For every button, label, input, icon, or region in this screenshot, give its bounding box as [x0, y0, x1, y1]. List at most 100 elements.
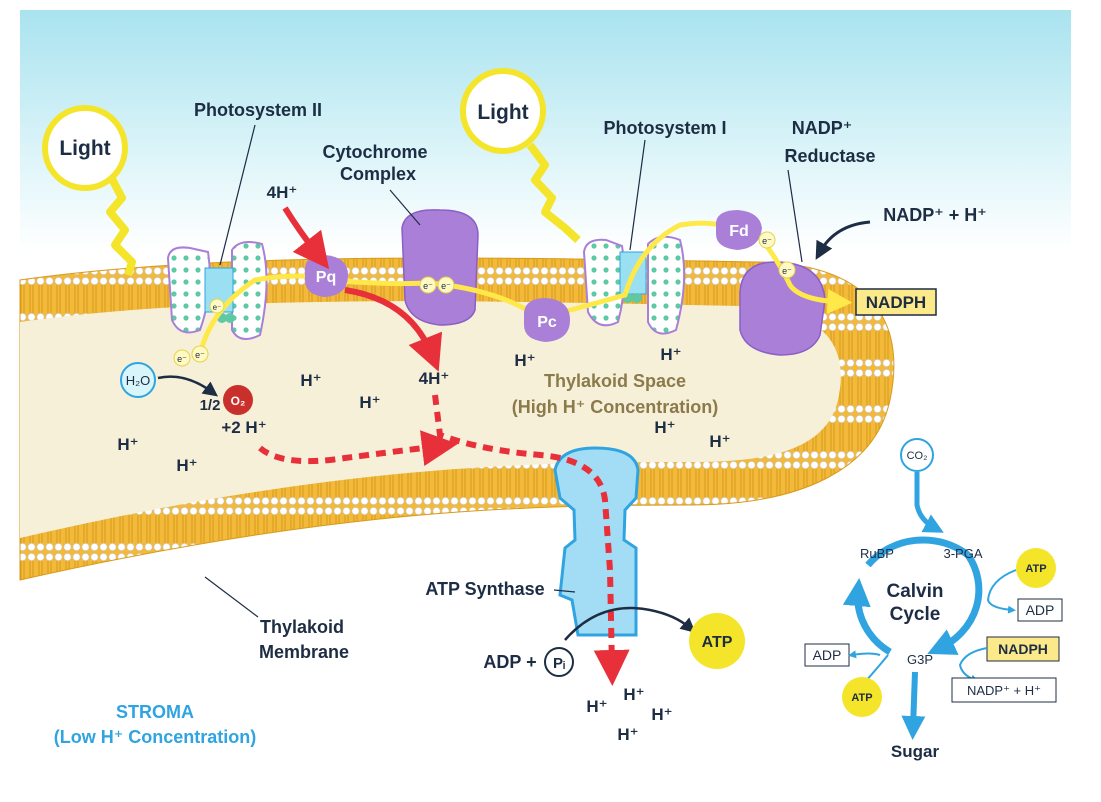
h-ion-7: H⁺ [117, 435, 138, 454]
four-h-top-label: 4H⁺ [267, 183, 298, 202]
plus-2h-label: +2 H⁺ [221, 418, 266, 437]
h-ion-12: H⁺ [617, 725, 638, 744]
h-ion-6: H⁺ [709, 432, 730, 451]
calvin-nadp-h-label: NADP⁺ + H⁺ [967, 683, 1041, 698]
thylakoid-space-label-2: (High H⁺ Concentration) [512, 397, 718, 417]
nadp-plus-h-label: NADP⁺ + H⁺ [883, 205, 987, 225]
calvin-ring-top [865, 536, 971, 568]
calvin-nadph-label: NADPH [998, 641, 1048, 657]
cytochrome-leader [389, 189, 421, 226]
adp-plus-label: ADP + [483, 652, 536, 672]
calvin-atp-top-circle [1016, 548, 1056, 588]
cytochrome-label-2: Complex [340, 164, 416, 184]
stroma-label-2: (Low H⁺ Concentration) [54, 727, 256, 747]
pc-label: Pc [537, 314, 557, 331]
oxygen-molecule [223, 385, 253, 415]
calvin-atp-bottom-circle [842, 677, 882, 717]
pq-label: Pq [316, 269, 336, 286]
ferredoxin-fd: Fd [716, 210, 762, 250]
h2o-label: H₂O [126, 373, 151, 388]
calvin-adp-right-label: ADP [1026, 602, 1055, 618]
light-label-right: Light [477, 101, 528, 124]
atp-synthase-leader [553, 589, 576, 593]
sugar-label: Sugar [891, 742, 940, 761]
calvin-nadph-arrow [958, 647, 988, 683]
water-split-arrow [157, 375, 219, 397]
calvin-adp-left-label: ADP [813, 647, 842, 663]
fd-label: Fd [729, 223, 749, 240]
proton-flow-dashed [432, 394, 630, 686]
calvin-title-1: Calvin [886, 581, 943, 602]
calvin-adp-right-box [1017, 598, 1063, 622]
electrons: e⁻ e⁻ e⁻ e⁻ e⁻ e⁻ e⁻ [173, 231, 796, 367]
light-label-left: Light [59, 137, 110, 160]
electron-1: e⁻ [177, 354, 187, 364]
nadp-reductase-label-1: NADP⁺ [792, 118, 853, 138]
nadp-input-arrow [815, 220, 871, 260]
electron-3: e⁻ [213, 303, 222, 312]
plastoquinone-pq: Pq [305, 255, 348, 297]
atp-synthase [553, 446, 640, 637]
atp-synthase-label: ATP Synthase [425, 579, 544, 599]
cytochrome-complex [401, 209, 479, 326]
calvin-atp-top-arrow [986, 569, 1017, 614]
atp-product-label: ATP [702, 634, 733, 651]
electron-path-to-nadph [759, 237, 853, 314]
calvin-title-2: Cycle [890, 604, 941, 625]
photosystem-ii-leader [219, 124, 256, 266]
calvin-nadph-box [986, 636, 1060, 662]
nadp-reductase-leader [787, 169, 803, 263]
nadp-reductase-label-2: Reductase [784, 146, 875, 166]
pi-circle [544, 647, 574, 677]
o2-label: O₂ [231, 394, 246, 408]
light-source-right: Light [460, 68, 581, 243]
nadph-output-box [855, 288, 937, 316]
h-ion-3: H⁺ [514, 351, 535, 370]
calvin-atp-bottom-label: ATP [851, 692, 872, 704]
co2-circle [900, 438, 934, 472]
calvin-ring-right [927, 553, 983, 655]
thylakoid-space-label-1: Thylakoid Space [544, 371, 686, 391]
pi-label: Pᵢ [553, 655, 565, 672]
nadph-output-label: NADPH [866, 293, 926, 312]
proton-flow-from-water [258, 430, 458, 467]
thylakoid-membrane-leader [204, 576, 259, 618]
h-ion-5: H⁺ [654, 418, 675, 437]
thylakoid-membrane-label-1: Thylakoid [260, 617, 344, 637]
four-h-mid-label: 4H⁺ [419, 369, 450, 388]
thylakoid-membrane-label-2: Membrane [259, 642, 349, 662]
proton-arrow-into-lumen [344, 287, 443, 372]
water-molecule [120, 362, 156, 398]
h-ion-9: H⁺ [586, 697, 607, 716]
photosystem-i-leader [629, 139, 646, 251]
electron-6: e⁻ [762, 236, 772, 246]
electron-4: e⁻ [423, 281, 433, 291]
electron-5: e⁻ [441, 281, 451, 291]
h-ion-11: H⁺ [651, 705, 672, 724]
stroma-label-1: STROMA [116, 702, 194, 722]
h-ion-1: H⁺ [300, 371, 321, 390]
calvin-ring-left [842, 578, 892, 656]
calvin-cycle: CO₂ RuBP 3-PGA Calvin Cycle ATP ADP NADP… [804, 438, 1063, 761]
h-ion-10: H⁺ [623, 685, 644, 704]
electron-7: e⁻ [782, 266, 792, 276]
half-label: 1/2 [200, 397, 221, 414]
atp-formation-arrow [564, 606, 696, 641]
pga-label: 3-PGA [943, 546, 982, 561]
h-ion-8: H⁺ [176, 456, 197, 475]
calvin-atp-top-label: ATP [1025, 563, 1046, 575]
rubp-label: RuBP [860, 546, 894, 561]
h-ions: H⁺ H⁺ H⁺ H⁺ H⁺ H⁺ H⁺ H⁺ H⁺ H⁺ H⁺ H⁺ [117, 345, 730, 744]
plastocyanin-pc: Pc [524, 298, 570, 342]
photosystem-ii-label: Photosystem II [194, 100, 322, 120]
electron-2: e⁻ [195, 350, 205, 360]
h-ion-4: H⁺ [660, 345, 681, 364]
cytochrome-label-1: Cytochrome [322, 142, 427, 162]
proton-arrow-into-pq [282, 206, 330, 270]
nadp-reductase [739, 261, 826, 356]
electron-transport-path [197, 220, 733, 358]
light-source-left: Light [42, 105, 136, 277]
calvin-nadp-h-box [951, 677, 1057, 703]
atp-product-circle [689, 613, 745, 669]
